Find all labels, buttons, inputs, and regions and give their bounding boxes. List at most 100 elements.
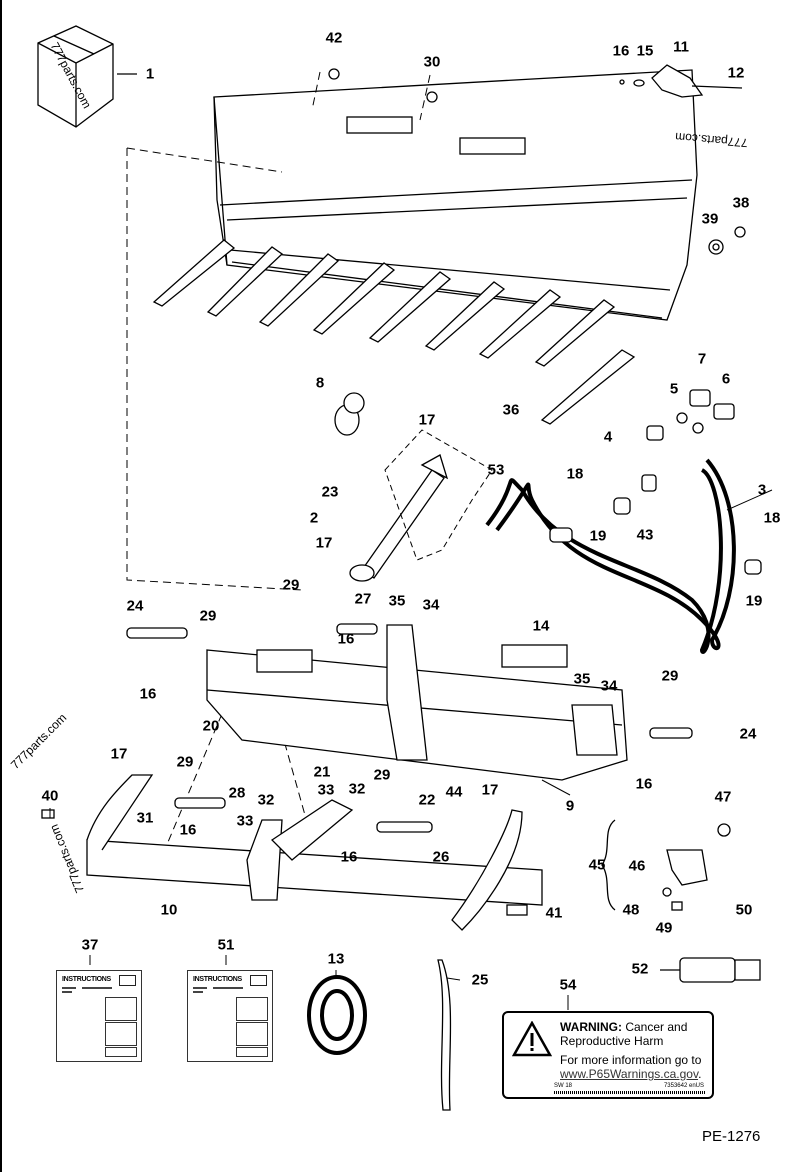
callout-37: 37 [81,936,99,954]
callout-30: 30 [423,53,441,71]
warning-line2: Reproductive Harm [560,1034,664,1048]
warning-link-suffix: . [698,1067,702,1081]
callout-18: 18 [763,509,781,527]
callout-12: 12 [727,64,745,82]
callout-34: 34 [422,596,440,614]
callout-29: 29 [661,667,679,685]
bucket [213,69,698,321]
callout-4: 4 [603,428,613,446]
warning-line3: For more information go to [560,1053,702,1067]
callout-32: 32 [257,791,275,809]
callout-16: 16 [337,630,355,648]
instructions-sheet-51: INSTRUCTIONS [187,970,273,1062]
callout-18: 18 [566,465,584,483]
warning-link: www.P65Warnings.ca.gov [560,1067,699,1081]
callout-31: 31 [136,809,154,827]
kit-box-icon [37,25,137,128]
callout-33: 33 [236,812,254,830]
callout-52: 52 [631,960,649,978]
callout-2: 2 [309,509,319,527]
callout-42: 42 [325,29,343,47]
callout-39: 39 [701,210,719,228]
callout-40: 40 [41,787,59,805]
callout-51: 51 [217,936,235,954]
callout-16: 16 [139,685,157,703]
fittings [549,389,762,575]
callout-1: 1 [145,65,155,83]
callout-29: 29 [176,753,194,771]
label-code-right: 7353642 enUS [663,1083,704,1089]
instructions-title: INSTRUCTIONS [193,976,242,983]
callout-49: 49 [655,919,673,937]
callout-19: 19 [589,527,607,545]
callout-17: 17 [315,534,333,552]
handle-assembly [619,64,743,98]
callout-24: 24 [126,597,144,615]
callout-16: 16 [179,821,197,839]
callout-8: 8 [315,374,325,392]
callout-44: 44 [445,783,463,801]
hose-coil [307,975,367,1055]
warning-heading: WARNING: [560,1020,622,1034]
book-icon [250,975,267,986]
callout-16: 16 [340,848,358,866]
callout-34: 34 [600,677,618,695]
callout-7: 7 [697,350,707,368]
callout-45: 45 [588,856,606,874]
callout-17: 17 [110,745,128,763]
callout-6: 6 [721,370,731,388]
callout-16: 16 [612,42,630,60]
callout-35: 35 [388,592,406,610]
callout-28: 28 [228,784,246,802]
callout-50: 50 [735,901,753,919]
callout-46: 46 [628,857,646,875]
callout-14: 14 [532,617,550,635]
callout-29: 29 [282,576,300,594]
callout-9: 9 [565,797,575,815]
callout-48: 48 [622,901,640,919]
hydraulic-cylinder [334,392,449,582]
callout-29: 29 [199,607,217,625]
lower-frame [41,774,543,931]
callout-3: 3 [757,481,767,499]
callout-22: 22 [418,791,436,809]
callout-38: 38 [732,194,750,212]
callout-53: 53 [487,461,505,479]
hydraulic-hoses [485,458,736,654]
drawing-number: PE-1276 [702,1128,761,1145]
callout-36: 36 [502,401,520,419]
callout-20: 20 [202,717,220,735]
callout-10: 10 [160,901,178,919]
callout-13: 13 [327,950,345,968]
tines [152,239,636,425]
callout-24: 24 [739,725,757,743]
callout-27: 27 [354,590,372,608]
callout-15: 15 [636,42,654,60]
callout-5: 5 [669,380,679,398]
callout-35: 35 [573,670,591,688]
callout-43: 43 [636,526,654,544]
callout-11: 11 [673,38,689,56]
mounting-frame [126,623,693,781]
callout-54: 54 [559,976,577,994]
callout-29: 29 [373,766,391,784]
instructions-title: INSTRUCTIONS [62,976,111,983]
warning-heading-rest: Cancer and [622,1020,688,1034]
callout-41: 41 [545,904,563,922]
warning-triangle-icon [512,1021,552,1057]
instructions-sheet-37: INSTRUCTIONS [56,970,142,1062]
callout-19: 19 [745,592,763,610]
callout-33: 33 [317,781,335,799]
barcode [554,1091,706,1094]
bracket-assembly [601,819,731,911]
callout-17: 17 [481,781,499,799]
callout-21: 21 [313,763,331,781]
callout-23: 23 [321,483,339,501]
callout-17: 17 [418,411,436,429]
tooth [437,959,452,1111]
callout-25: 25 [471,971,489,989]
callout-47: 47 [714,788,732,806]
